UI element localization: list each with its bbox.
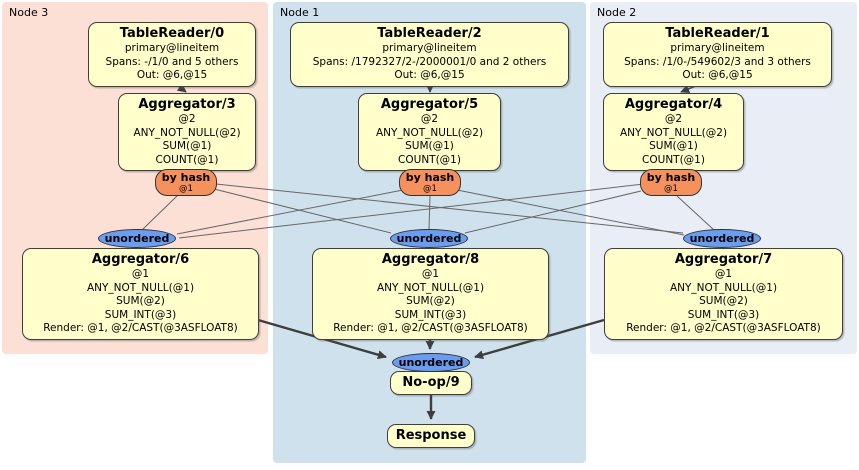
processor-out: Out: @6,@15 <box>136 69 208 81</box>
processor-index: primary@lineitem <box>382 42 477 54</box>
stream-unordered-final: unordered <box>392 353 470 372</box>
processor-title: TableReader/2 <box>377 26 482 41</box>
agg-fn: SUM(@1) <box>162 140 212 152</box>
stream-unordered: unordered <box>390 229 468 248</box>
processor-title: Response <box>395 428 467 443</box>
processor-index: primary@lineitem <box>670 42 765 54</box>
stream-unordered: unordered <box>98 229 176 248</box>
agg-render: Render: @1, @2/CAST(@3ASFLOAT8) <box>626 322 821 334</box>
agg-fn: SUM_INT(@3) <box>394 308 467 321</box>
processor-aggregator-6: Aggregator/6 @1 ANY_NOT_NULL(@1) SUM(@2)… <box>22 248 259 340</box>
processor-out: Out: @6,@15 <box>682 69 753 81</box>
processor-title: Aggregator/8 <box>381 252 480 267</box>
agg-fn: SUM_INT(@3) <box>104 308 177 321</box>
router-label: by hash <box>646 171 696 184</box>
agg-group-cols: @1 <box>421 268 440 280</box>
router-hash-key: @1 <box>179 184 193 194</box>
processor-tablereader-2: TableReader/2 primary@lineitem Spans: /1… <box>290 22 569 87</box>
processor-aggregator-4: Aggregator/4 @2 ANY_NOT_NULL(@2) SUM(@1)… <box>603 93 744 171</box>
agg-fn: COUNT(@1) <box>398 153 461 166</box>
agg-fn: ANY_NOT_NULL(@1) <box>86 281 195 294</box>
agg-fn: COUNT(@1) <box>642 153 705 166</box>
router-hash-key: @1 <box>664 184 678 194</box>
agg-fn: SUM(@1) <box>649 140 698 152</box>
router-hash-key: @1 <box>423 184 437 194</box>
processor-out: Out: @6,@15 <box>394 69 465 81</box>
processor-title: No-op/9 <box>402 375 460 390</box>
agg-fn: ANY_NOT_NULL(@2) <box>375 126 484 139</box>
processor-title: Aggregator/6 <box>91 252 190 267</box>
processor-tablereader-0: TableReader/0 primary@lineitem Spans: -/… <box>88 22 256 87</box>
agg-group-cols: @1 <box>131 268 150 280</box>
region-label: Node 3 <box>9 6 49 19</box>
processor-title: Aggregator/4 <box>624 97 723 112</box>
processor-spans: Spans: -/1/0 and 5 others <box>105 55 239 68</box>
stream-unordered: unordered <box>683 229 761 248</box>
agg-fn: SUM_INT(@3) <box>687 308 760 321</box>
processor-noop-9: No-op/9 <box>390 371 472 395</box>
processor-title: TableReader/0 <box>119 26 225 41</box>
agg-group-cols: @2 <box>664 113 683 125</box>
agg-fn: ANY_NOT_NULL(@2) <box>619 126 728 139</box>
agg-fn: SUM(@2) <box>116 295 165 307</box>
processor-title: Aggregator/5 <box>380 97 479 112</box>
agg-render: Render: @1, @2/CAST(@3ASFLOAT8) <box>43 322 238 334</box>
router-label: by hash <box>405 171 455 184</box>
router-label: by hash <box>161 171 211 184</box>
processor-title: TableReader/1 <box>665 26 770 41</box>
agg-fn: SUM(@2) <box>699 295 748 307</box>
agg-fn: ANY_NOT_NULL(@1) <box>669 281 778 294</box>
region-label: Node 1 <box>280 6 320 19</box>
hash-router-to-stream-edges <box>141 183 715 239</box>
processor-spans: Spans: /1/0-/549602/3 and 3 others <box>624 55 811 68</box>
router-by-hash: by hash @1 <box>640 169 702 196</box>
processor-aggregator-3: Aggregator/3 @2 ANY_NOT_NULL(@2) SUM(@1)… <box>118 93 256 171</box>
router-by-hash: by hash @1 <box>155 169 217 196</box>
agg-group-cols: @2 <box>420 113 439 125</box>
response-node: Response <box>387 424 475 448</box>
processor-title: Aggregator/3 <box>138 97 236 112</box>
processor-aggregator-7: Aggregator/7 @1 ANY_NOT_NULL(@1) SUM(@2)… <box>604 248 843 340</box>
processor-tablereader-1: TableReader/1 primary@lineitem Spans: /1… <box>603 22 832 87</box>
agg-fn: ANY_NOT_NULL(@2) <box>133 126 241 139</box>
agg-fn: ANY_NOT_NULL(@1) <box>376 281 485 294</box>
processor-aggregator-8: Aggregator/8 @1 ANY_NOT_NULL(@1) SUM(@2)… <box>312 248 549 340</box>
agg-fn: SUM(@2) <box>406 295 455 307</box>
agg-fn: COUNT(@1) <box>155 153 219 166</box>
processor-title: Aggregator/7 <box>674 252 773 267</box>
processor-aggregator-5: Aggregator/5 @2 ANY_NOT_NULL(@2) SUM(@1)… <box>358 93 501 171</box>
processor-spans: Spans: /1792327/2-/2000001/0 and 2 other… <box>312 55 547 68</box>
agg-render: Render: @1, @2/CAST(@3ASFLOAT8) <box>333 322 528 334</box>
agg-fn: SUM(@1) <box>405 140 454 152</box>
region-label: Node 2 <box>597 6 637 19</box>
processor-index: primary@lineitem <box>124 42 220 54</box>
agg-group-cols: @2 <box>178 113 196 125</box>
agg-group-cols: @1 <box>714 268 733 280</box>
router-by-hash: by hash @1 <box>399 169 461 196</box>
